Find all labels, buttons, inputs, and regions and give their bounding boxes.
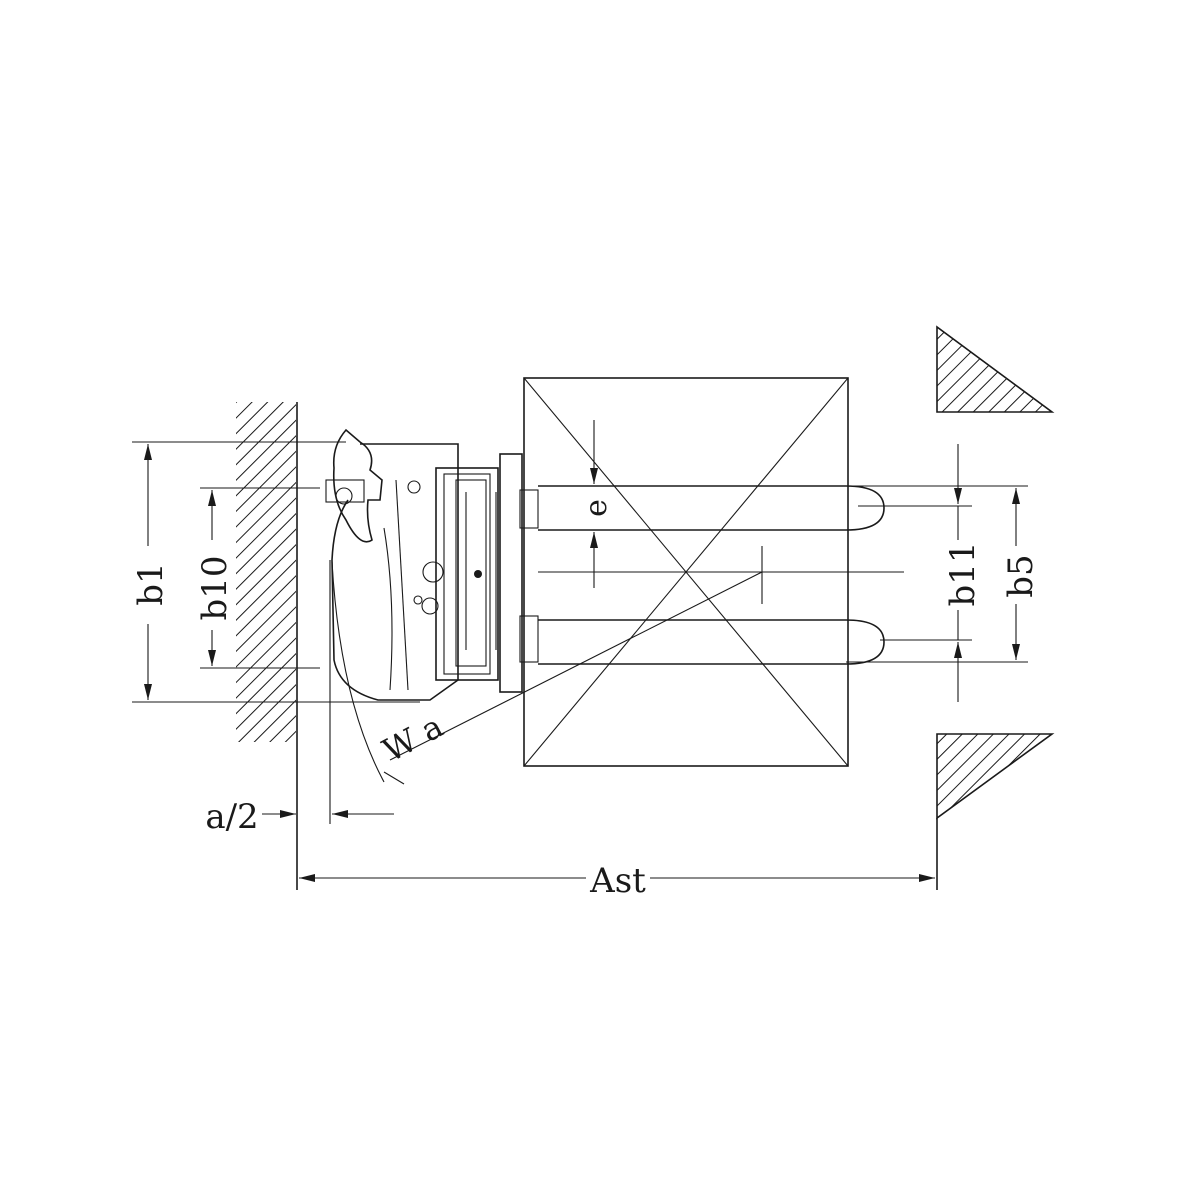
dimension-wa: W a xyxy=(376,707,449,770)
dimension-b10: b10 xyxy=(195,487,320,669)
label-b1: b1 xyxy=(131,562,171,605)
dimension-ast: Ast xyxy=(299,861,935,901)
left-wall xyxy=(236,402,298,890)
dimension-b5: b5 xyxy=(846,485,1041,663)
label-b5: b5 xyxy=(1001,554,1041,597)
label-a-half: a/2 xyxy=(205,797,258,837)
label-e: e xyxy=(579,499,614,517)
label-ast: Ast xyxy=(589,861,646,901)
right-obstacle-bottom xyxy=(936,733,1055,890)
dimension-a-half: a/2 xyxy=(205,560,394,837)
dimension-e: e xyxy=(579,420,614,588)
turning-radius xyxy=(331,546,763,785)
dimension-b11: b11 xyxy=(858,444,983,702)
label-b11: b11 xyxy=(943,541,983,606)
truck-body xyxy=(325,428,539,701)
label-b10: b10 xyxy=(195,555,235,620)
forks xyxy=(538,485,904,665)
label-wa: W a xyxy=(376,707,449,770)
right-obstacle-top xyxy=(936,325,1055,413)
dimension-b1: b1 xyxy=(131,441,420,703)
